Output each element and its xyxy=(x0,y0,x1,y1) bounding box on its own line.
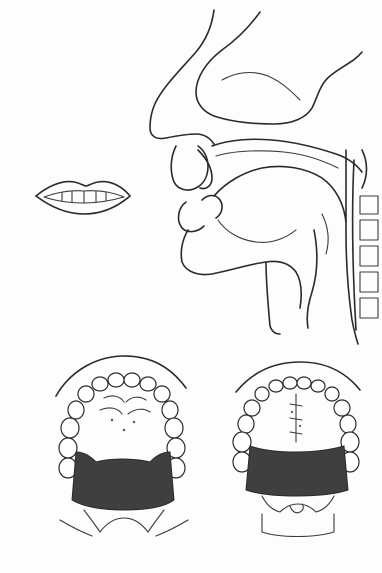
cervical-spine xyxy=(353,150,378,330)
vertebra-1 xyxy=(362,150,367,188)
epiglottis xyxy=(322,214,328,254)
lower-edge-right xyxy=(262,514,334,537)
larynx-outline xyxy=(307,230,317,328)
nasal-passage-line xyxy=(222,73,300,100)
mouth-floor-line xyxy=(218,220,296,242)
tooth xyxy=(61,418,79,438)
tooth xyxy=(59,438,77,458)
tooth xyxy=(154,386,170,402)
tooth xyxy=(297,377,311,389)
tongue-outline xyxy=(214,166,346,222)
nasal-cavity-outline xyxy=(196,12,362,124)
ruga-dot xyxy=(123,429,125,431)
ruga-dot xyxy=(111,419,113,421)
upper-lip-arc-right xyxy=(236,362,360,392)
tooth xyxy=(238,415,254,433)
contact-area-left xyxy=(72,452,174,510)
raphe-dot xyxy=(291,411,293,413)
spinal-front-edge xyxy=(353,160,356,330)
tooth xyxy=(334,400,350,416)
ruga-dot xyxy=(133,421,135,423)
tooth xyxy=(165,418,183,438)
tooth xyxy=(78,386,94,402)
tooth xyxy=(325,387,339,401)
lower-edge-left xyxy=(60,520,188,536)
front-teeth-strip xyxy=(62,191,106,203)
tooth xyxy=(244,400,260,416)
vertebra-3 xyxy=(360,220,378,240)
palatal-raphe-right xyxy=(290,394,302,442)
palatal-rugae-left xyxy=(100,396,150,431)
tooth xyxy=(92,377,108,391)
raphe-dot xyxy=(299,425,301,427)
ruga xyxy=(128,409,150,414)
tooth xyxy=(311,380,325,392)
tooth xyxy=(124,373,140,387)
ruga xyxy=(100,408,122,414)
vertebra-5 xyxy=(360,272,378,292)
palate-contact-left xyxy=(56,356,188,536)
tooth xyxy=(162,401,178,419)
throat-front-line xyxy=(266,262,280,334)
pharynx-wall xyxy=(346,150,358,344)
contact-area-right xyxy=(246,446,348,496)
soft-palate-outline-left xyxy=(84,510,164,532)
chin-jaw-outline xyxy=(181,230,301,308)
tooth xyxy=(269,380,283,392)
face-profile-outline xyxy=(150,10,214,144)
vertebra-2 xyxy=(360,196,378,214)
upper-lip xyxy=(171,146,208,190)
tooth xyxy=(68,401,84,419)
tooth xyxy=(283,377,297,389)
vertebra-4 xyxy=(360,246,378,266)
tooth xyxy=(140,377,156,391)
tooth xyxy=(108,373,124,387)
palate-contact-right xyxy=(233,362,360,537)
palate-lower-line xyxy=(216,151,338,168)
head-sagittal-section xyxy=(150,10,378,344)
soft-palate-outline-right xyxy=(262,496,334,512)
tooth xyxy=(340,415,356,433)
ruga xyxy=(104,396,124,402)
lips-front-view xyxy=(36,182,130,214)
vertebra-6 xyxy=(360,298,378,318)
tooth xyxy=(233,432,251,452)
tooth xyxy=(255,387,269,401)
ruga xyxy=(126,397,146,402)
lower-incisor xyxy=(202,196,222,219)
lower-lip xyxy=(179,202,204,232)
